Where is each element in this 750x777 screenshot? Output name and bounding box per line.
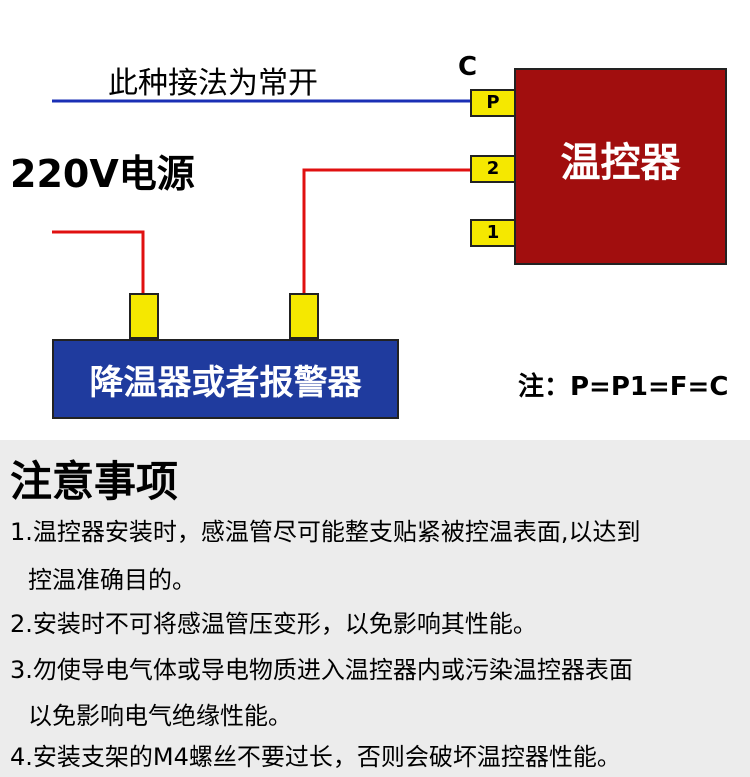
wiring-diagram: 此种接法为常开 220V电源 C P 2 1 温控器 降温器或者报警器 注：P=… — [10, 52, 729, 419]
temperature-controller: 温控器 — [514, 68, 727, 265]
device-pin-right — [289, 293, 319, 339]
terminal-2-label: 2 — [486, 158, 500, 179]
terminal-p-label: P — [486, 92, 500, 113]
terminal-1: 1 — [470, 219, 516, 247]
notes-title: 注意事项 — [10, 457, 179, 506]
red-wire-right — [302, 168, 472, 293]
device-pin-left — [129, 293, 159, 339]
note-3-line-2: 以免影响电气绝缘性能。 — [28, 702, 292, 730]
note-2-line-1: 2.安装时不可将感温管压变形，以免影响其性能。 — [10, 610, 537, 638]
wiring-lines — [52, 99, 472, 293]
note-1-line-1: 1.温控器安装时，感温管尽可能整支贴紧被控温表面,以达到 — [10, 518, 641, 546]
terminal-1-label: 1 — [486, 222, 500, 243]
red-wire-left — [52, 230, 145, 293]
note-1-line-2: 控温准确目的。 — [28, 566, 196, 594]
terminal-2: 2 — [470, 155, 516, 183]
notes-section: 注意事项 1.温控器安装时，感温管尽可能整支贴紧被控温表面,以达到 控温准确目的… — [0, 440, 750, 777]
controller-label: 温控器 — [560, 139, 681, 186]
note-4-line-1: 4.安装支架的M4螺丝不要过长，否则会破坏温控器性能。 — [10, 743, 621, 771]
power-label: 220V电源 — [10, 152, 195, 196]
terminal-p: P — [470, 89, 516, 117]
equivalence-note: 注：P=P1=F=C — [518, 372, 729, 402]
cooler-or-alarm: 降温器或者报警器 — [52, 339, 399, 419]
cooler-label: 降温器或者报警器 — [89, 362, 362, 403]
wiring-note: 此种接法为常开 — [108, 66, 318, 101]
note-3-line-1: 3.勿使导电气体或导电物质进入温控器内或污染温控器表面 — [10, 656, 633, 684]
common-terminal-label: C — [458, 52, 478, 82]
